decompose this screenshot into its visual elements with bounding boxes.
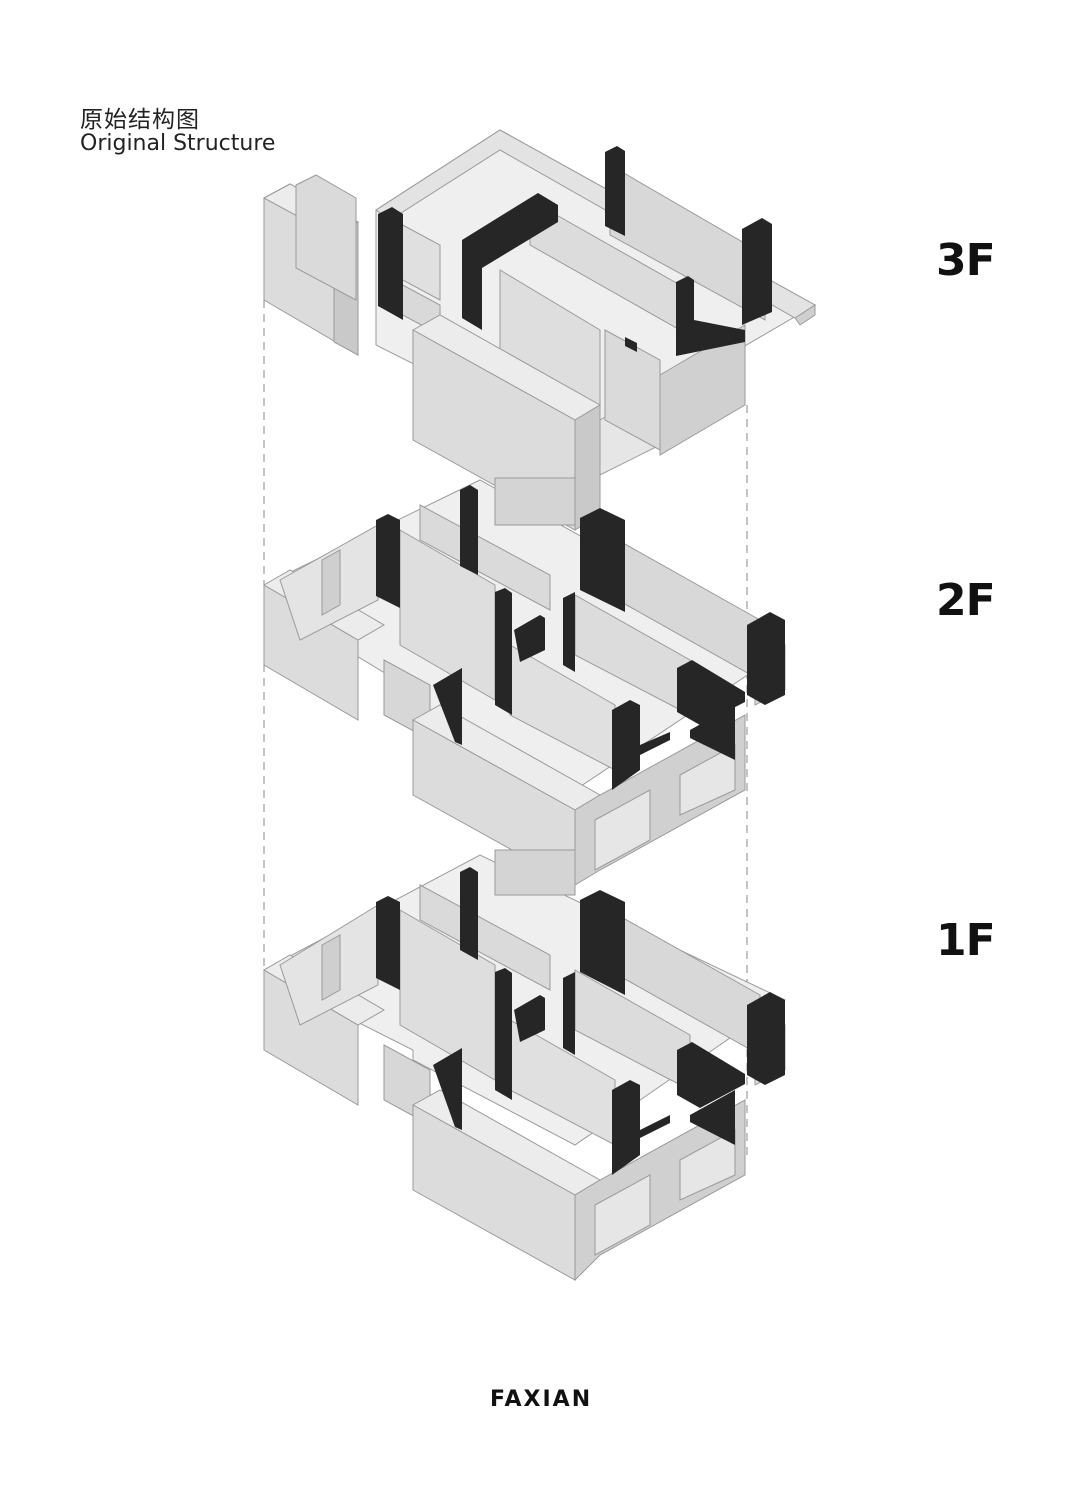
floor-2f-model bbox=[263, 477, 786, 886]
floor-2f-structural-columns bbox=[376, 485, 785, 790]
floor-1f-model bbox=[263, 849, 786, 1282]
floor-label-3f: 3F bbox=[936, 235, 996, 286]
brand-logo: FAXIAN bbox=[490, 1387, 593, 1412]
floor-label-2f: 2F bbox=[936, 575, 996, 626]
floor-3f-model bbox=[262, 129, 817, 531]
floor-1f-structural-columns bbox=[376, 867, 785, 1175]
title-chinese: 原始结构图 bbox=[80, 107, 200, 133]
title-english: Original Structure bbox=[80, 131, 276, 156]
floor-label-1f: 1F bbox=[936, 915, 996, 966]
floor-3f-structural-columns bbox=[378, 146, 772, 356]
